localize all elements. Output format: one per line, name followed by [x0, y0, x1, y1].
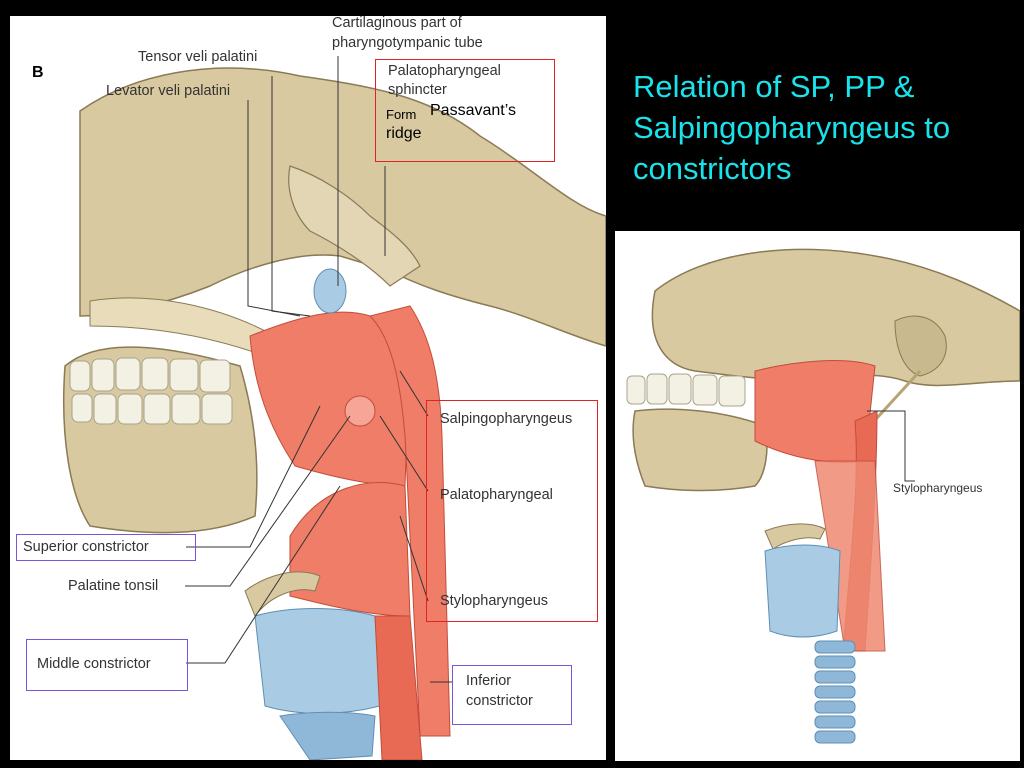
label-passavant-line1: Passavant’s: [430, 102, 516, 119]
palatine-tonsil-shape: [344, 395, 376, 427]
superior-constrictor-muscle: [249, 311, 411, 487]
label-levator-veli-palatini: Levator veli palatini: [106, 83, 231, 99]
label-palatopharyngeal: Palatopharyngeal: [440, 487, 553, 503]
right-mastoid: [894, 315, 947, 377]
right-mandible: [632, 408, 768, 492]
label-cartilaginous-line1: Cartilaginous part of: [332, 15, 462, 31]
inferior-constrictor-muscle: [374, 615, 423, 760]
cricoid-cartilage: [279, 711, 376, 760]
box-palatopharyngeal-sphincter: [375, 59, 555, 162]
right-anatomy-drawing: [626, 248, 1020, 744]
label-passavant-line2: ridge: [386, 125, 422, 142]
right-hyoid: [764, 523, 826, 550]
label-tensor-veli-palatini: Tensor veli palatini: [138, 49, 258, 65]
label-sphincter-line2: sphincter: [388, 82, 447, 98]
right-illustration-panel: Stylopharyngeus: [615, 231, 1020, 761]
box-superior-constrictor: [16, 534, 196, 561]
thyroid-cartilage: [254, 608, 381, 714]
right-trachea: [814, 640, 856, 744]
left-illustration-panel: B Cartilaginous part of pharyngotympanic…: [10, 15, 606, 760]
left-anatomy-drawing: [62, 56, 606, 760]
right-superior-constrictor: [754, 360, 876, 463]
slide-title: Relation of SP, PP & Salpingopharyngeus …: [633, 69, 951, 186]
label-superior-constrictor: Superior constrictor: [23, 539, 149, 555]
pterygoid-bone: [288, 165, 421, 287]
vertical-pharyngeal-muscles: [369, 305, 451, 737]
mandible-bone: [62, 346, 258, 534]
label-inferior-line2: constrictor: [466, 693, 533, 709]
label-inferior-line1: Inferior: [466, 673, 512, 689]
middle-constrictor-muscle: [289, 482, 411, 617]
box-middle-constrictor: [26, 639, 188, 691]
lower-teeth: [71, 393, 233, 425]
right-larynx: [764, 544, 841, 638]
box-inferior-constrictor: [452, 665, 572, 725]
label-cartilaginous-line2: pharyngotympanic tube: [332, 35, 483, 51]
label-sphincter-line1: Palatopharyngeal: [388, 63, 501, 79]
label-palatine-tonsil: Palatine tonsil: [68, 578, 159, 594]
right-upper-teeth: [626, 373, 746, 407]
box-longitudinal-muscles: [426, 400, 598, 622]
tube-cartilage: [313, 268, 347, 314]
label-stylopharyngeus-left: Stylopharyngeus: [440, 593, 549, 609]
label-stylopharyngeus-right: Stylopharyngeus: [893, 481, 983, 495]
leader-lines: [185, 56, 452, 683]
label-salpingopharyngeus: Salpingopharyngeus: [440, 411, 573, 427]
label-form: Form: [386, 107, 417, 122]
upper-teeth: [69, 357, 231, 393]
hyoid-bone: [244, 571, 321, 618]
right-leader-line: [867, 410, 915, 482]
panel-letter: B: [32, 64, 44, 81]
label-middle-constrictor: Middle constrictor: [37, 656, 151, 672]
